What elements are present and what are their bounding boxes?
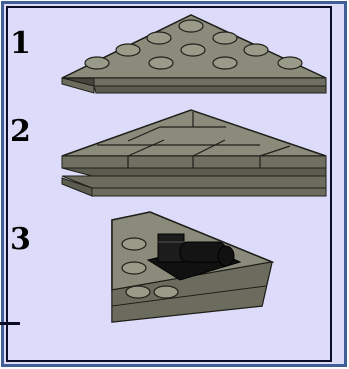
step-2-tiled-wedge	[62, 110, 326, 196]
step-3-hinge-assembly	[112, 212, 272, 322]
step-number: 2	[10, 117, 31, 147]
step-number: 1	[10, 29, 31, 59]
step-1-wedge-plate	[62, 15, 326, 93]
callout-line	[0, 322, 20, 325]
step-number: 3	[10, 225, 31, 255]
